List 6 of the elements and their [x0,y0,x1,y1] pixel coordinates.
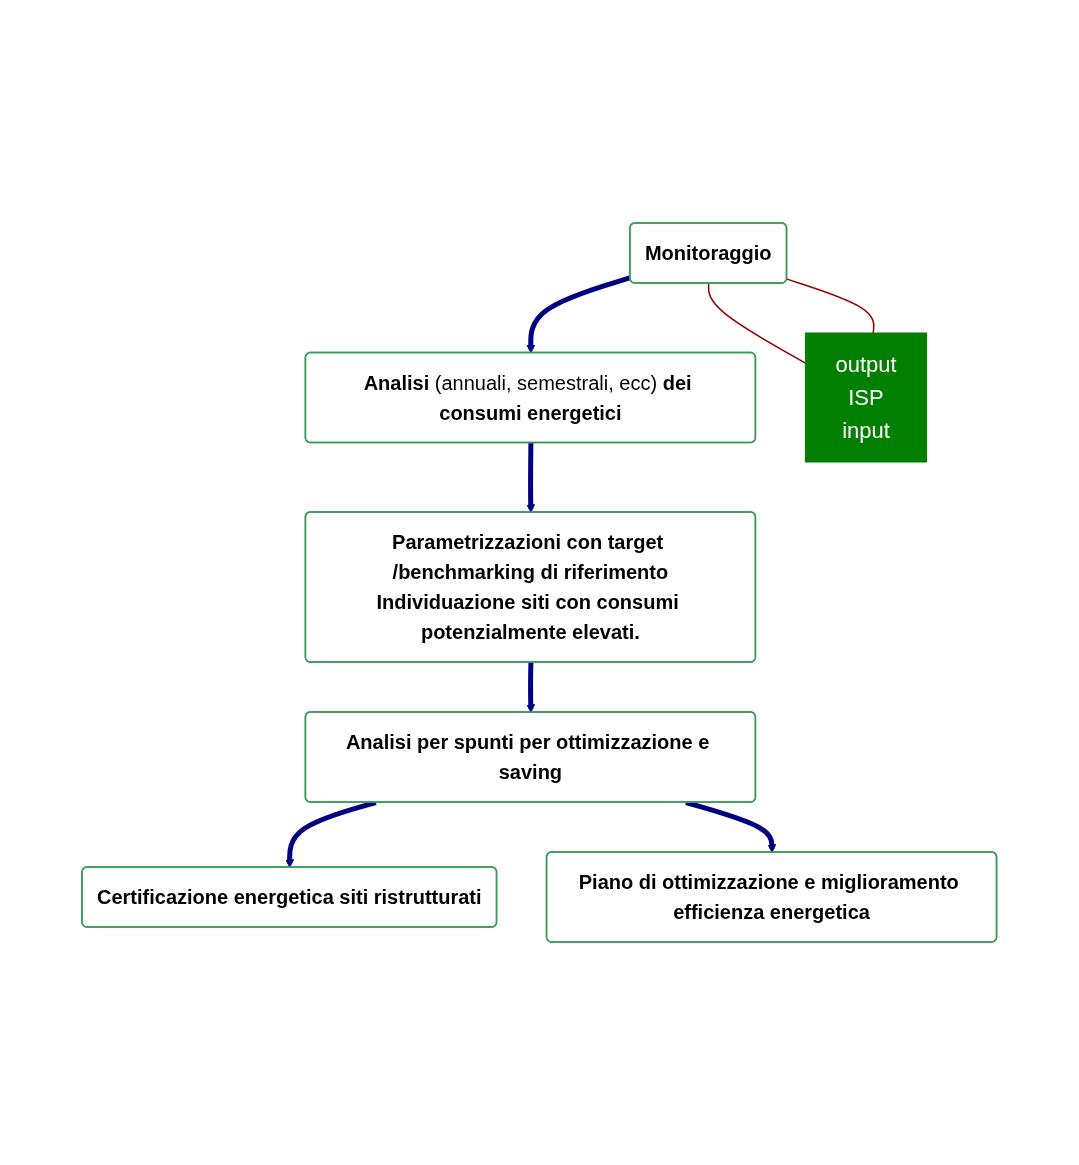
arrow [526,662,536,713]
arrow [526,442,536,513]
node-box: output ISP input [805,332,928,463]
connector [708,282,807,364]
arrow [526,275,632,354]
connector [786,278,875,334]
